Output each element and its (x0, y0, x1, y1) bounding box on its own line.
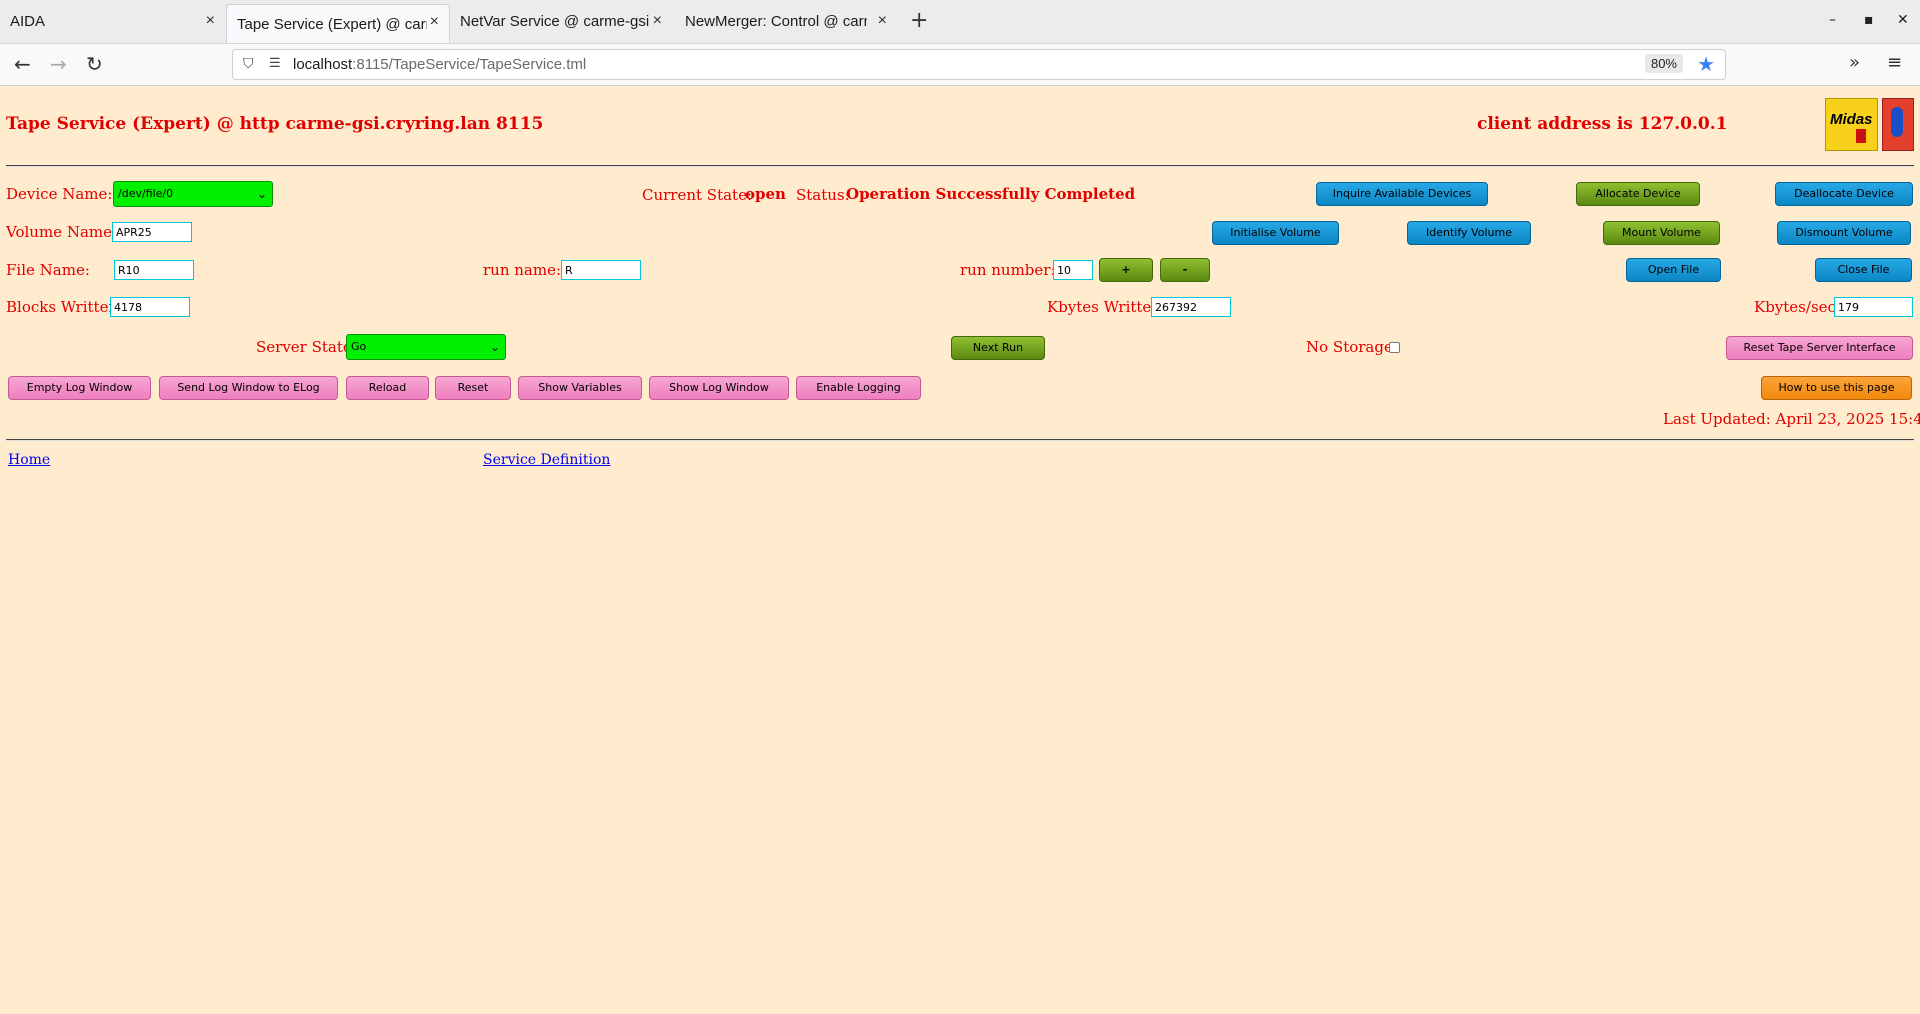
empty-log-window-button[interactable]: Empty Log Window (8, 376, 151, 400)
enable-logging-button[interactable]: Enable Logging (796, 376, 921, 400)
browser-nav-bar: ← → ↻ ⛉ ☰ localhost:8115/TapeService/Tap… (0, 44, 1920, 86)
file-name-input[interactable]: R10 (114, 260, 194, 280)
back-icon[interactable]: ← (14, 52, 31, 76)
tab-newmerger[interactable]: NewMerger: Control @ carm × (675, 0, 897, 43)
close-icon[interactable]: × (205, 12, 215, 29)
home-link[interactable]: Home (8, 452, 51, 468)
shield-icon: ⛉ (243, 55, 254, 71)
run-number-decrement-button[interactable]: - (1160, 258, 1210, 282)
identify-volume-button[interactable]: Identify Volume (1407, 221, 1531, 245)
maximize-icon[interactable]: ▪ (1864, 12, 1874, 28)
overflow-menu-icon[interactable]: » (1849, 52, 1861, 73)
blocks-written-label: Blocks Written: (6, 298, 124, 316)
url-bar[interactable]: ⛉ ☰ localhost:8115/TapeService/TapeServi… (232, 49, 1726, 80)
run-name-label: run name: (483, 261, 562, 279)
minimize-icon[interactable]: – (1829, 12, 1836, 28)
reload-button[interactable]: Reload (346, 376, 429, 400)
new-tab-button[interactable]: + (910, 8, 929, 33)
run-name-input[interactable]: R (561, 260, 641, 280)
allocate-device-button[interactable]: Allocate Device (1576, 182, 1700, 206)
show-variables-button[interactable]: Show Variables (518, 376, 642, 400)
send-log-to-elog-button[interactable]: Send Log Window to ELog (159, 376, 338, 400)
kbytes-per-sec-label: Kbytes/sec: (1754, 298, 1841, 316)
close-icon[interactable]: × (877, 12, 887, 29)
blocks-written-field: 4178 (110, 297, 190, 317)
file-name-label: File Name: (6, 261, 90, 279)
reload-icon[interactable]: ↻ (86, 52, 103, 76)
chevron-down-icon: ⌄ (256, 187, 267, 201)
volume-name-input[interactable]: APR25 (112, 222, 192, 242)
tab-label: AIDA (10, 13, 46, 30)
page-content: Tape Service (Expert) @ http carme-gsi.c… (0, 86, 1920, 1014)
close-file-button[interactable]: Close File (1815, 258, 1912, 282)
hamburger-menu-icon[interactable]: ≡ (1887, 52, 1903, 73)
browser-tab-bar: AIDA × Tape Service (Expert) @ carm × Ne… (0, 0, 1920, 44)
page-icon: ☰ (269, 55, 281, 70)
current-state-label: Current State: (642, 186, 753, 204)
server-state-select[interactable]: Go⌄ (346, 334, 506, 360)
device-name-label: Device Name: (6, 185, 113, 203)
divider (6, 165, 1914, 167)
tab-label: Tape Service (Expert) @ carm (237, 15, 427, 33)
status-label: Status: (796, 186, 850, 204)
next-run-button[interactable]: Next Run (951, 336, 1045, 360)
status-value: Operation Successfully Completed (846, 185, 1136, 203)
run-number-label: run number: (960, 261, 1056, 279)
inquire-devices-button[interactable]: Inquire Available Devices (1316, 182, 1488, 206)
reset-tape-server-button[interactable]: Reset Tape Server Interface (1726, 336, 1913, 360)
no-storage-checkbox[interactable] (1389, 342, 1400, 353)
zoom-level[interactable]: 80% (1644, 54, 1683, 73)
service-definition-link[interactable]: Service Definition (483, 452, 611, 468)
mount-volume-button[interactable]: Mount Volume (1603, 221, 1720, 245)
kbytes-written-field: 267392 (1151, 297, 1231, 317)
tab-netvar-service[interactable]: NetVar Service @ carme-gsi × (450, 0, 672, 43)
tab-aida[interactable]: AIDA × (0, 0, 225, 43)
client-address: client address is 127.0.0.1 (1477, 114, 1728, 134)
chevron-down-icon: ⌄ (489, 340, 500, 354)
initialise-volume-button[interactable]: Initialise Volume (1212, 221, 1339, 245)
window-close-icon[interactable]: ✕ (1897, 12, 1909, 28)
url-text[interactable]: localhost:8115/TapeService/TapeService.t… (293, 56, 587, 73)
tab-label: NetVar Service @ carme-gsi (460, 13, 650, 30)
forward-icon[interactable]: → (50, 52, 67, 76)
bookmark-star-icon[interactable]: ★ (1697, 54, 1715, 76)
midas-logo: Midas (1825, 98, 1878, 151)
reset-button[interactable]: Reset (435, 376, 511, 400)
dismount-volume-button[interactable]: Dismount Volume (1777, 221, 1911, 245)
tab-tape-service[interactable]: Tape Service (Expert) @ carm × (226, 4, 450, 43)
deallocate-device-button[interactable]: Deallocate Device (1775, 182, 1913, 206)
tape-logo (1882, 98, 1914, 151)
how-to-use-button[interactable]: How to use this page (1761, 376, 1912, 400)
no-storage-label: No Storage (1306, 338, 1393, 356)
run-number-increment-button[interactable]: + (1099, 258, 1153, 282)
last-updated: Last Updated: April 23, 2025 15:41:20 (1663, 410, 1920, 428)
close-icon[interactable]: × (652, 12, 662, 29)
server-state-label: Server State (256, 338, 352, 356)
kbytes-written-label: Kbytes Written: (1047, 298, 1167, 316)
device-name-select[interactable]: /dev/file/0⌄ (113, 181, 273, 207)
current-state-value: open (745, 185, 786, 203)
open-file-button[interactable]: Open File (1626, 258, 1721, 282)
tab-label: NewMerger: Control @ carm (685, 13, 867, 30)
close-icon[interactable]: × (429, 13, 439, 30)
page-title: Tape Service (Expert) @ http carme-gsi.c… (6, 114, 544, 134)
run-number-input[interactable]: 10 (1053, 260, 1093, 280)
show-log-window-button[interactable]: Show Log Window (649, 376, 789, 400)
kbytes-per-sec-field: 179 (1834, 297, 1913, 317)
divider (6, 439, 1914, 441)
volume-name-label: Volume Name: (6, 223, 118, 241)
